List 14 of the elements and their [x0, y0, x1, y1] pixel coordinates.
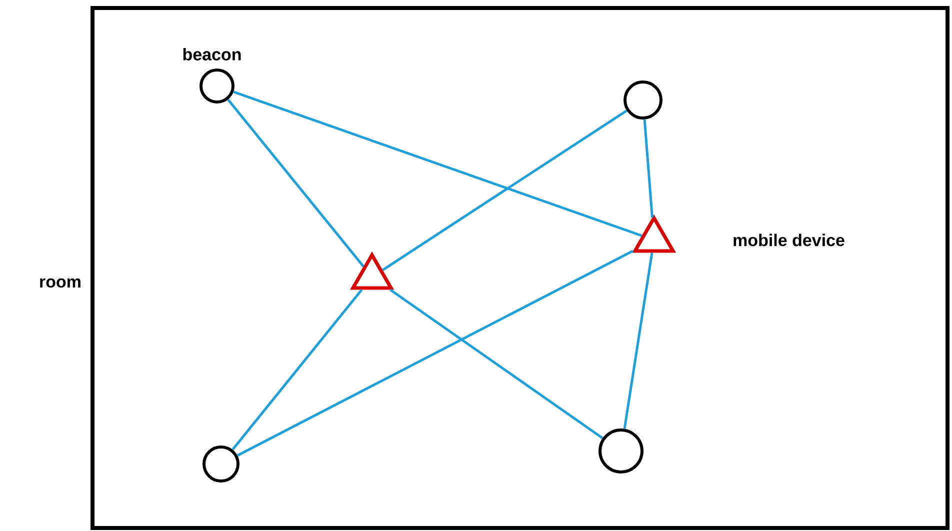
text-label: beacon	[183, 48, 241, 60]
connector-line	[382, 110, 628, 272]
beacon-circle	[598, 428, 644, 474]
beacon-circle	[624, 80, 662, 120]
beacon-circle	[202, 446, 240, 482]
connector-line	[227, 98, 364, 268]
room-label: room	[40, 278, 80, 288]
connector-line	[233, 90, 642, 237]
connector-line	[236, 250, 634, 457]
connector-line	[623, 252, 654, 429]
text-label: mobile device	[734, 234, 844, 246]
connector-line	[643, 119, 654, 218]
connector-line	[390, 288, 604, 440]
connector-line	[232, 288, 363, 450]
